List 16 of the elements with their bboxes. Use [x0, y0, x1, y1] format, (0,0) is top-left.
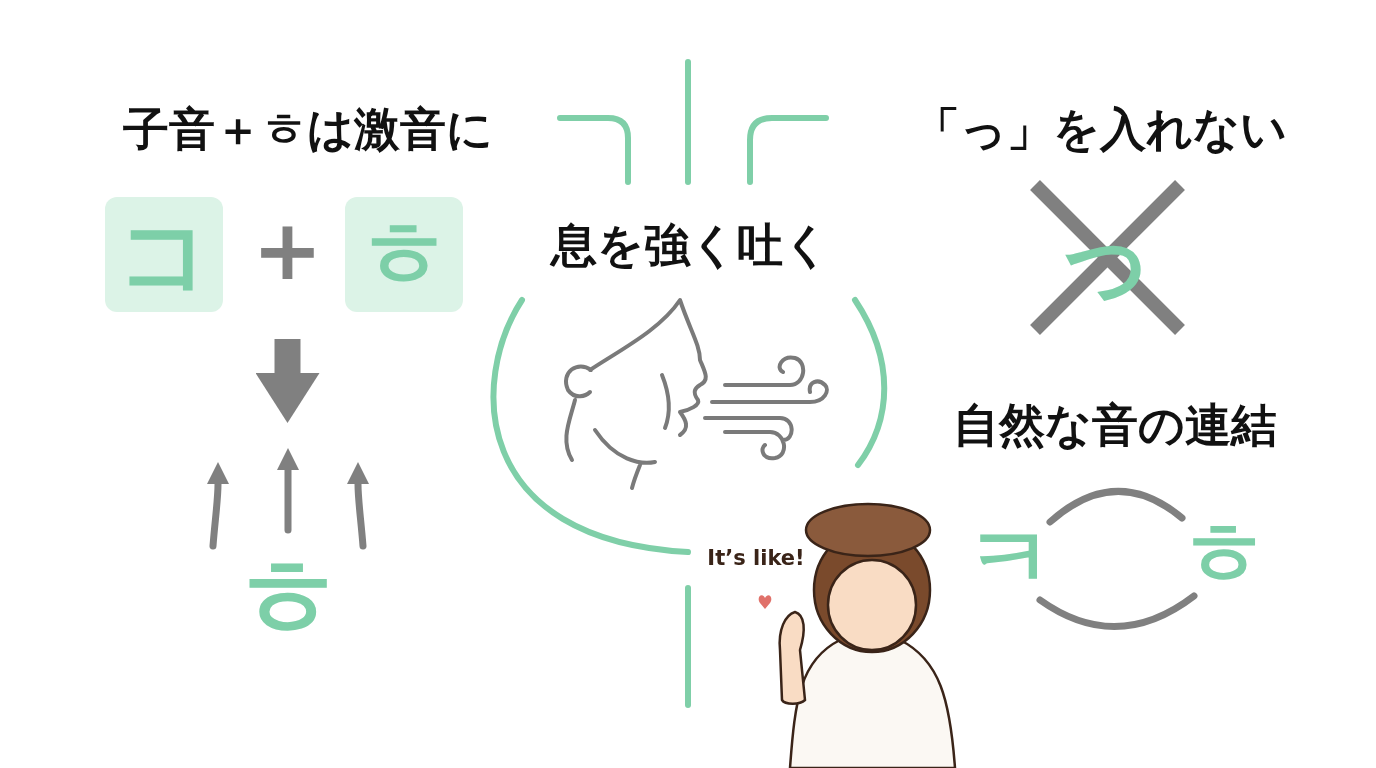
speech-text: It’s like!: [706, 548, 806, 569]
heading-text: 息を強く吐く: [548, 222, 831, 268]
heading-text: 自然な音の連結: [952, 402, 1278, 448]
link-arc: [1046, 488, 1186, 526]
heading-text: 子音＋ㅎは激音に: [122, 106, 494, 152]
letter-glyph: ㅎ: [1180, 510, 1268, 598]
letter-glyph: ㅎ: [232, 543, 343, 653]
heading-text: 「っ」を入れない: [912, 106, 1288, 152]
link-arc: [1036, 592, 1198, 630]
letter-tile: [345, 197, 463, 312]
letter-glyph: ㅋ: [966, 514, 1054, 602]
letter-glyph: ㅎ: [358, 208, 450, 301]
letter-tile: [105, 197, 223, 312]
letter-glyph: コ: [117, 208, 211, 301]
plus-sign: +: [251, 208, 324, 292]
arrow: [255, 339, 320, 423]
